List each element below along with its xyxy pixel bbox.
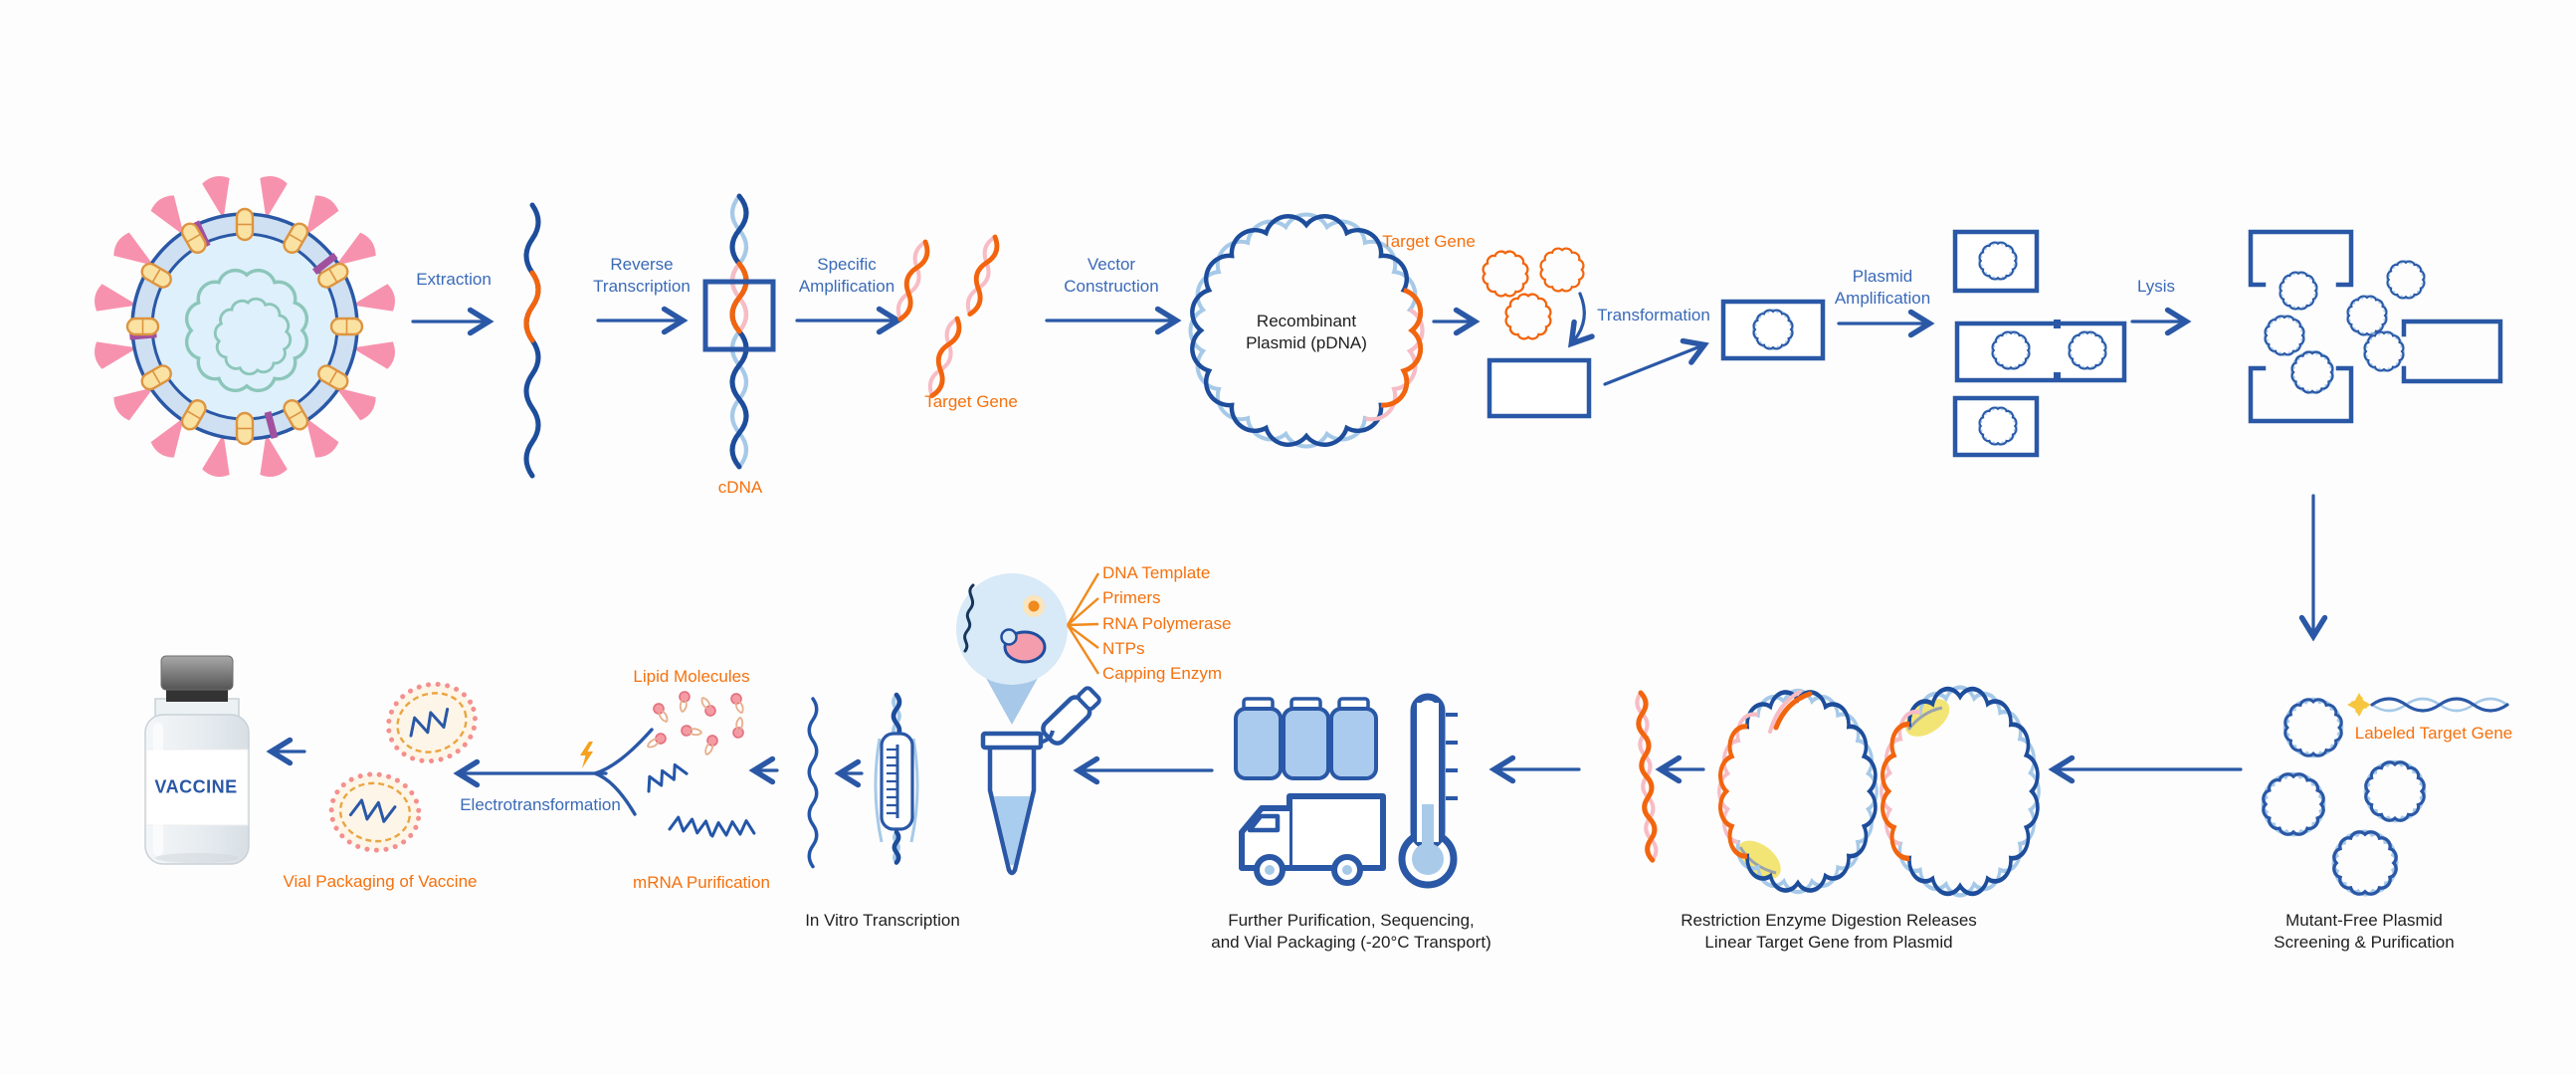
mrna-strand <box>807 697 819 869</box>
transformation-arrow <box>1603 337 1709 386</box>
target-gene-fragments <box>894 235 1000 397</box>
lipid-cluster <box>644 690 747 757</box>
ivt-fan-lines <box>1066 572 1100 675</box>
reaction-tube <box>980 686 1101 876</box>
lipid-nanoparticle <box>378 673 485 771</box>
host-cell-with-plasmid <box>1720 299 1826 361</box>
host-cell-empty <box>1486 357 1592 419</box>
recombinant-plasmid-ring <box>1172 196 1441 465</box>
amplified-cells <box>1952 229 2127 458</box>
vaccine-vial <box>144 655 250 865</box>
viral-rna-strand <box>526 205 538 476</box>
virus-icon <box>92 173 398 480</box>
transcription-complex <box>874 693 919 864</box>
mrna-fragments <box>642 759 756 838</box>
reaction-mix-bubble <box>956 573 1068 725</box>
storage-jars <box>1234 697 1378 780</box>
target-gene-box <box>702 279 776 352</box>
digestion-plasmid-intact <box>1869 671 2051 912</box>
lysed-cells <box>2248 229 2503 424</box>
thermometer-icon <box>1398 693 1458 889</box>
released-target-gene <box>1635 691 1659 863</box>
plasmid-copies <box>1482 247 1585 340</box>
cdna-helix <box>702 196 776 467</box>
lightning-icon <box>580 742 593 768</box>
screened-plasmids <box>2257 694 2430 901</box>
transport-truck <box>1239 793 1386 886</box>
lipid-nanoparticle <box>326 768 424 856</box>
digestion-plasmid-opened <box>1706 675 1888 908</box>
labeled-target-gene-probe <box>2347 693 2509 717</box>
transformation-drop-arrow <box>1568 292 1595 348</box>
